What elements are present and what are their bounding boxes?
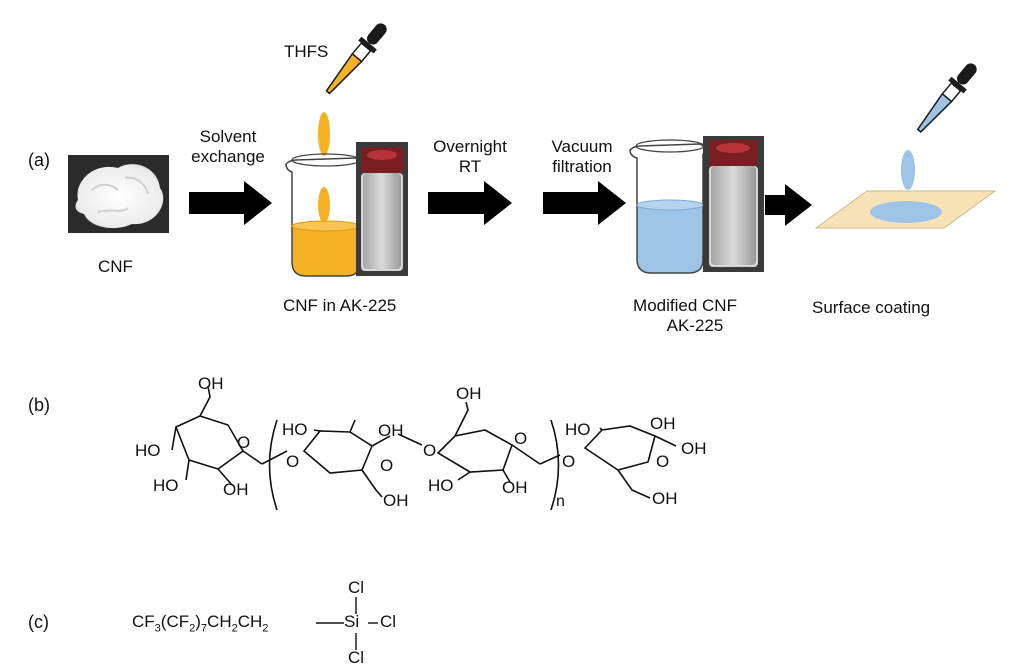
atom-cl-right: Cl	[380, 612, 397, 631]
atom-oh-2: OH	[223, 480, 249, 499]
formula-cf: CF	[132, 612, 155, 631]
atom-ho-5: HO	[565, 420, 591, 439]
fluorosilane-formula: CF3(CF2)7CH2CH2	[132, 612, 268, 634]
atom-cl-bottom: Cl	[348, 648, 365, 667]
reagent-label: THFS	[284, 42, 329, 61]
stage3-line2: AK-225	[666, 316, 724, 335]
formula-sub-2: 2	[189, 622, 196, 635]
atom-si: Si	[344, 612, 360, 631]
step3-line2: filtration	[552, 157, 612, 176]
atom-ho-3: HO	[282, 420, 308, 439]
blue-drop	[901, 150, 915, 190]
formula-sub-7: 7	[200, 622, 208, 635]
panel-a-label: (a)	[28, 150, 50, 170]
formula-ch-a: CH	[207, 612, 232, 631]
vial-photo-1	[356, 142, 408, 276]
stage4-caption: Surface coating	[812, 298, 931, 317]
step3-line1: Vacuum	[551, 137, 613, 156]
atom-n: n	[556, 493, 565, 510]
stage3-caption: Modified CNF AK-225	[610, 296, 760, 336]
atom-cl-top: Cl	[348, 578, 365, 597]
arrow-vacuum-filtration	[543, 181, 626, 225]
step2-line2: RT	[458, 157, 482, 176]
cnf-photo	[68, 155, 169, 233]
cellulose-structure	[171, 385, 677, 511]
step1-line1: Solvent	[199, 127, 257, 146]
step1-label: Solvent exchange	[178, 127, 278, 167]
atom-o-link2: O	[423, 441, 437, 460]
atom-oh-6: OH	[502, 478, 528, 497]
atom-o-ring1: O	[237, 433, 251, 452]
step2-label: Overnight RT	[415, 137, 525, 177]
atom-o-link1: O	[286, 452, 300, 471]
panel-b-label: (b)	[28, 395, 50, 415]
atom-oh-4: OH	[383, 491, 409, 510]
atom-ho-1: HO	[135, 441, 161, 460]
panel-c-label: (c)	[28, 612, 49, 632]
formula-sub-3: 3	[154, 622, 161, 635]
stage3-line1: Modified CNF	[633, 296, 737, 315]
atom-oh-3: OH	[378, 421, 404, 440]
atom-o-ring2: O	[380, 456, 394, 475]
atom-o-ring4: O	[656, 452, 670, 471]
atom-o-ring3: O	[514, 429, 528, 448]
yellow-drop-1	[318, 112, 330, 156]
formula-ch-b: CH	[237, 612, 263, 631]
step2-line1: Overnight	[433, 137, 507, 156]
atom-ho-2: HO	[153, 476, 179, 495]
stage1-caption: CNF	[98, 257, 133, 276]
atom-ho-4: HO	[428, 476, 454, 495]
coating-dropper-icon	[916, 63, 977, 133]
formula-sub-ch-a: 2	[231, 622, 238, 635]
coating-film	[870, 201, 942, 223]
formula-sub-ch-b: 2	[262, 622, 269, 635]
arrow-overnight	[428, 181, 512, 225]
atom-oh-8: OH	[681, 439, 707, 458]
formula-paren-cf: (CF	[160, 612, 190, 631]
arrow-to-coating	[765, 184, 812, 226]
formula-paren-close: )	[195, 612, 201, 631]
atom-oh-1: OH	[198, 374, 224, 393]
vial-photo-2	[703, 136, 764, 272]
atom-oh-9: OH	[652, 489, 678, 508]
stage2-caption: CNF in AK-225	[283, 296, 397, 315]
atom-o-link3: O	[562, 452, 576, 471]
atom-oh-7: OH	[650, 414, 676, 433]
step3-label: Vacuum filtration	[532, 137, 632, 177]
thfs-dropper-icon	[325, 23, 387, 95]
beaker-yellow	[285, 153, 363, 277]
step1-line2: exchange	[191, 147, 265, 166]
atom-oh-5: OH	[456, 384, 482, 403]
yellow-drop-2	[318, 187, 330, 223]
arrow-solvent-exchange	[189, 181, 272, 225]
